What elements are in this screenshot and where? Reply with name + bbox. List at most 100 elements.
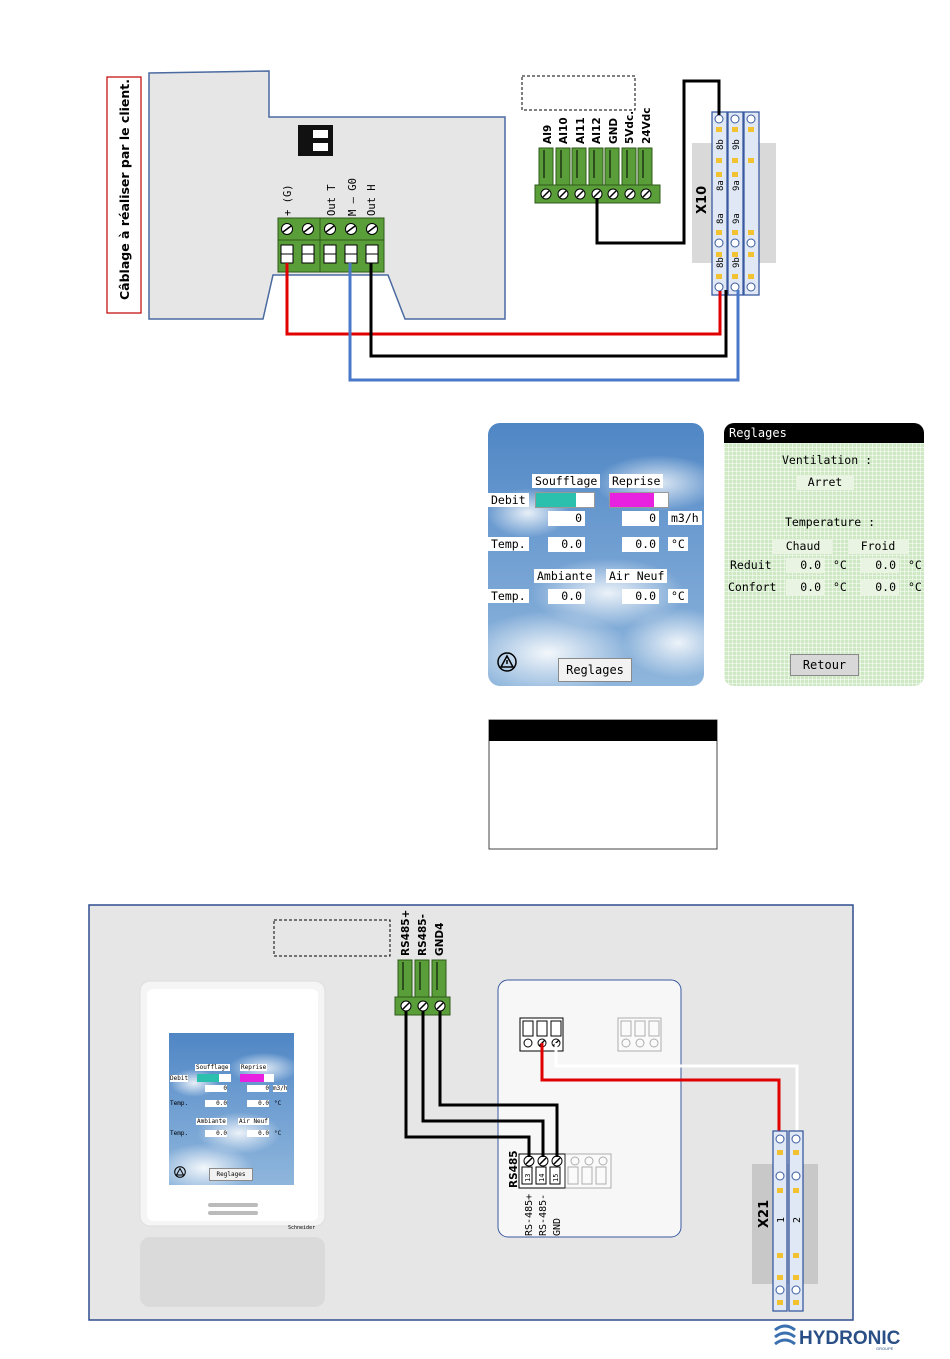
device-screen bbox=[169, 1033, 294, 1185]
wire-black bbox=[369, 263, 728, 358]
settings-title: Reglages bbox=[724, 423, 924, 443]
debit-soufflage-value: 0 bbox=[548, 511, 585, 526]
terminal-label-m-g0: M – G0 bbox=[347, 178, 359, 216]
bus-terminal-block bbox=[394, 959, 451, 1016]
dashed-placeholder-top bbox=[521, 75, 636, 111]
small-reprise: Reprise bbox=[240, 1064, 268, 1071]
x21-pin-1: 1 bbox=[776, 1217, 787, 1223]
air-neuf-header: Air Neuf bbox=[606, 569, 668, 583]
wire-red bbox=[285, 263, 722, 336]
reprise-bar bbox=[609, 492, 669, 508]
retour-button[interactable]: Retour bbox=[790, 654, 859, 676]
reglages-button[interactable]: Reglages bbox=[558, 658, 632, 682]
rs485-signal-gnd: GND bbox=[552, 1218, 563, 1236]
logo-name: HYDRONIC bbox=[799, 1328, 901, 1349]
terminal-label-g: + (G) bbox=[282, 184, 294, 216]
analog-label-5vdc: 5Vdc. bbox=[624, 111, 636, 144]
rs485-label: RS485 bbox=[508, 1150, 520, 1188]
x10-label: X10 bbox=[695, 186, 710, 214]
confort-label: Confort bbox=[728, 580, 777, 594]
rs485-pin-15: 15 bbox=[552, 1174, 560, 1182]
temp2-label: Temp. bbox=[488, 589, 529, 603]
reprise-header: Reprise bbox=[609, 474, 664, 488]
soufflage-bar bbox=[535, 492, 595, 508]
debit-reprise-value: 0 bbox=[622, 511, 659, 526]
alarm-icon[interactable] bbox=[497, 652, 517, 672]
temp-reprise-value: 0.0 bbox=[622, 537, 659, 552]
dip-switch bbox=[298, 125, 333, 156]
temp-air-neuf-value: 0.0 bbox=[622, 589, 659, 604]
temp-unit: °C bbox=[668, 537, 688, 551]
soufflage-header: Soufflage bbox=[532, 474, 601, 488]
ambiante-header: Ambiante bbox=[534, 569, 596, 583]
bus-label-rs485p: RS485+ bbox=[400, 910, 412, 956]
rs485-connector bbox=[518, 1153, 566, 1189]
analog-label-gnd: GND bbox=[608, 118, 620, 144]
wire-rs485-minus bbox=[421, 1011, 545, 1157]
x10-pin-9b-bot: 9b bbox=[732, 257, 742, 268]
analog-label-ai10: AI10 bbox=[558, 117, 570, 144]
temp2-unit: °C bbox=[668, 589, 688, 603]
unused-connector-bottom bbox=[564, 1153, 612, 1189]
small-temp2: Temp. bbox=[170, 1130, 189, 1137]
confort-chaud-value[interactable]: 0.0 bbox=[786, 580, 824, 595]
small-reprise-bar bbox=[240, 1074, 274, 1082]
device-reflection bbox=[140, 1237, 325, 1307]
small-unit-flow: m3/h bbox=[273, 1085, 288, 1092]
temp-ambiante-value: 0.0 bbox=[548, 589, 585, 604]
temp-soufflage-value: 0.0 bbox=[548, 537, 585, 552]
temp-label: Temp. bbox=[488, 537, 529, 551]
small-alarm-icon bbox=[174, 1163, 186, 1178]
main-screen bbox=[488, 423, 704, 686]
x10-pin-8b-bot: 8b bbox=[716, 257, 726, 268]
x10-pin-9b-top: 9b bbox=[732, 139, 742, 150]
reduit-froid-unit: °C bbox=[908, 558, 922, 572]
analog-terminal-block bbox=[534, 147, 661, 204]
x21-pin-2: 2 bbox=[792, 1217, 803, 1223]
settings-screen: Reglages bbox=[724, 423, 924, 686]
confort-froid-value[interactable]: 0.0 bbox=[861, 580, 899, 595]
reduit-froid-value[interactable]: 0.0 bbox=[861, 558, 899, 573]
wire-power-red bbox=[540, 1043, 781, 1136]
wire-gnd bbox=[438, 1011, 559, 1157]
device-brand: Schneider bbox=[288, 1225, 315, 1231]
small-reglages-button: Reglages bbox=[209, 1168, 253, 1181]
wire-power-white bbox=[554, 1043, 799, 1136]
analog-label-ai12: AI12 bbox=[591, 117, 603, 144]
terminal-label-out-h: Out H bbox=[366, 184, 378, 216]
reduit-chaud-value[interactable]: 0.0 bbox=[786, 558, 824, 573]
ventilation-value[interactable]: Arret bbox=[796, 475, 854, 490]
ventilation-label: Ventilation : bbox=[782, 453, 873, 467]
temperature-label: Temperature : bbox=[785, 515, 876, 529]
analog-label-24vdc: 24Vdc bbox=[641, 108, 653, 144]
unused-connector-top bbox=[617, 1017, 662, 1052]
analog-label-ai11: AI11 bbox=[575, 117, 587, 144]
reduit-label: Reduit bbox=[730, 558, 772, 572]
small-t3: 0.0 bbox=[205, 1130, 227, 1137]
client-note-box bbox=[106, 76, 142, 314]
terminal-label-out-t: Out T bbox=[326, 184, 338, 216]
bus-label-rs485m: RS485- bbox=[417, 914, 429, 956]
small-v2: 0 bbox=[247, 1085, 269, 1092]
small-unit: °C bbox=[274, 1100, 282, 1107]
confort-froid-unit: °C bbox=[908, 580, 922, 594]
wire-rs485-plus bbox=[404, 1011, 531, 1157]
chaud-header: Chaud bbox=[773, 539, 833, 554]
logo-tagline: GROUPE bbox=[876, 1346, 894, 1351]
x10-pin-9a-top: 9a bbox=[732, 180, 742, 191]
confort-chaud-unit: °C bbox=[833, 580, 847, 594]
small-air-neuf: Air Neuf bbox=[238, 1118, 269, 1125]
flow-unit: m3/h bbox=[668, 511, 702, 525]
small-v1: 0 bbox=[205, 1085, 227, 1092]
small-soufflage: Soufflage bbox=[195, 1064, 230, 1071]
controller-terminal-block bbox=[277, 217, 385, 273]
bus-label-gnd4: GND4 bbox=[434, 923, 446, 956]
x10-pin-8a-top: 8a bbox=[716, 180, 726, 191]
x21-terminal-strip bbox=[772, 1130, 804, 1312]
x10-pin-8a-bot: 8a bbox=[716, 213, 726, 224]
small-t4: 0.0 bbox=[247, 1130, 269, 1137]
wire-black-gnd bbox=[595, 79, 721, 245]
analog-label-ai9: AI9 bbox=[542, 125, 554, 144]
rs485-pin-13: 13 bbox=[524, 1174, 532, 1182]
froid-header: Froid bbox=[848, 539, 908, 554]
